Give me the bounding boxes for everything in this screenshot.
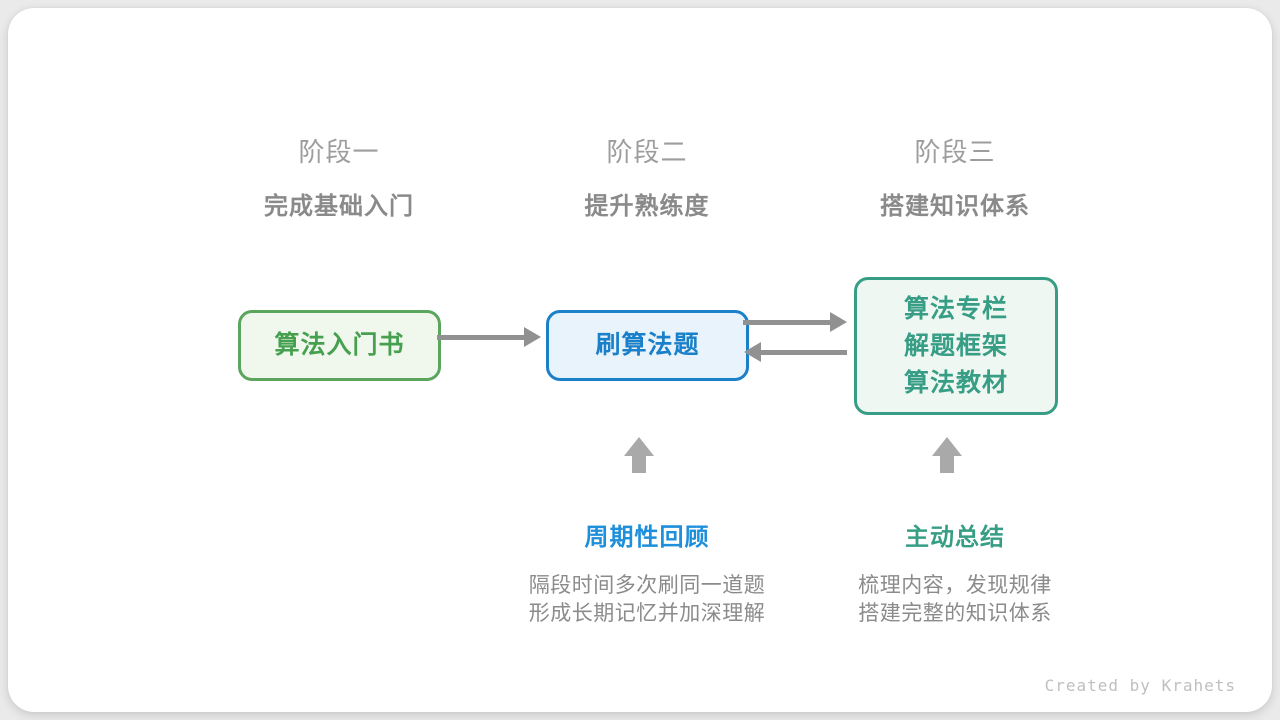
annotation-periodic-review: 周期性回顾 隔段时间多次刷同一道题 形成长期记忆并加深理解: [487, 517, 807, 628]
up-arrow-resources-stem: [940, 455, 954, 473]
stage-1-label: 阶段一: [298, 137, 380, 167]
annotation-periodic-review-desc-line-2: 形成长期记忆并加深理解: [528, 602, 766, 625]
up-arrow-practice-head: [624, 437, 654, 456]
node-intro-book-label: 算法入门书: [274, 331, 405, 359]
node-resources-line-2: 解题框架: [903, 331, 1008, 360]
node-resources-line-3: 算法教材: [903, 368, 1008, 397]
stage-2-subtitle: 提升熟练度: [584, 193, 710, 220]
arrow-resources-to-practice-head: [744, 342, 761, 362]
annotation-active-summary-title: 主动总结: [905, 524, 1005, 551]
node-resources-line-1: 算法专栏: [903, 294, 1008, 323]
stage-1-subtitle: 完成基础入门: [264, 193, 414, 220]
stage-header-2: 阶段二 提升熟练度: [497, 132, 797, 221]
stage-header-3: 阶段三 搭建知识体系: [805, 132, 1105, 221]
arrow-practice-to-resources-shaft: [743, 320, 831, 325]
arrow-resources-to-practice-shaft: [760, 350, 847, 355]
arrow-intro-to-practice-shaft: [437, 335, 525, 340]
annotation-active-summary-desc-line-2: 搭建完整的知识体系: [858, 602, 1052, 625]
node-practice-problems-label: 刷算法题: [595, 331, 700, 359]
node-practice-problems: 刷算法题: [546, 310, 749, 381]
diagram-card: 阶段一 完成基础入门 阶段二 提升熟练度 阶段三 搭建知识体系 算法入门书 刷算…: [8, 8, 1272, 712]
node-knowledge-resources: 算法专栏 解题框架 算法教材: [854, 277, 1058, 415]
stage-header-1: 阶段一 完成基础入门: [189, 132, 489, 221]
annotation-periodic-review-title: 周期性回顾: [584, 524, 710, 551]
arrow-practice-to-resources-head: [830, 312, 847, 332]
credit-text: Created by Krahets: [1044, 676, 1236, 695]
node-intro-book: 算法入门书: [238, 310, 441, 381]
stage-3-subtitle: 搭建知识体系: [880, 193, 1030, 220]
stage-2-label: 阶段二: [606, 137, 688, 167]
up-arrow-practice-stem: [632, 455, 646, 473]
annotation-periodic-review-desc: 隔段时间多次刷同一道题 形成长期记忆并加深理解: [529, 572, 766, 628]
annotation-active-summary: 主动总结 梳理内容，发现规律 搭建完整的知识体系: [795, 517, 1115, 628]
annotation-periodic-review-desc-line-1: 隔段时间多次刷同一道题: [528, 574, 766, 597]
annotation-active-summary-desc-line-1: 梳理内容，发现规律: [858, 574, 1052, 597]
stage-3-label: 阶段三: [914, 137, 996, 167]
up-arrow-resources-head: [932, 437, 962, 456]
arrow-intro-to-practice-head: [524, 327, 541, 347]
annotation-active-summary-desc: 梳理内容，发现规律 搭建完整的知识体系: [858, 572, 1052, 628]
